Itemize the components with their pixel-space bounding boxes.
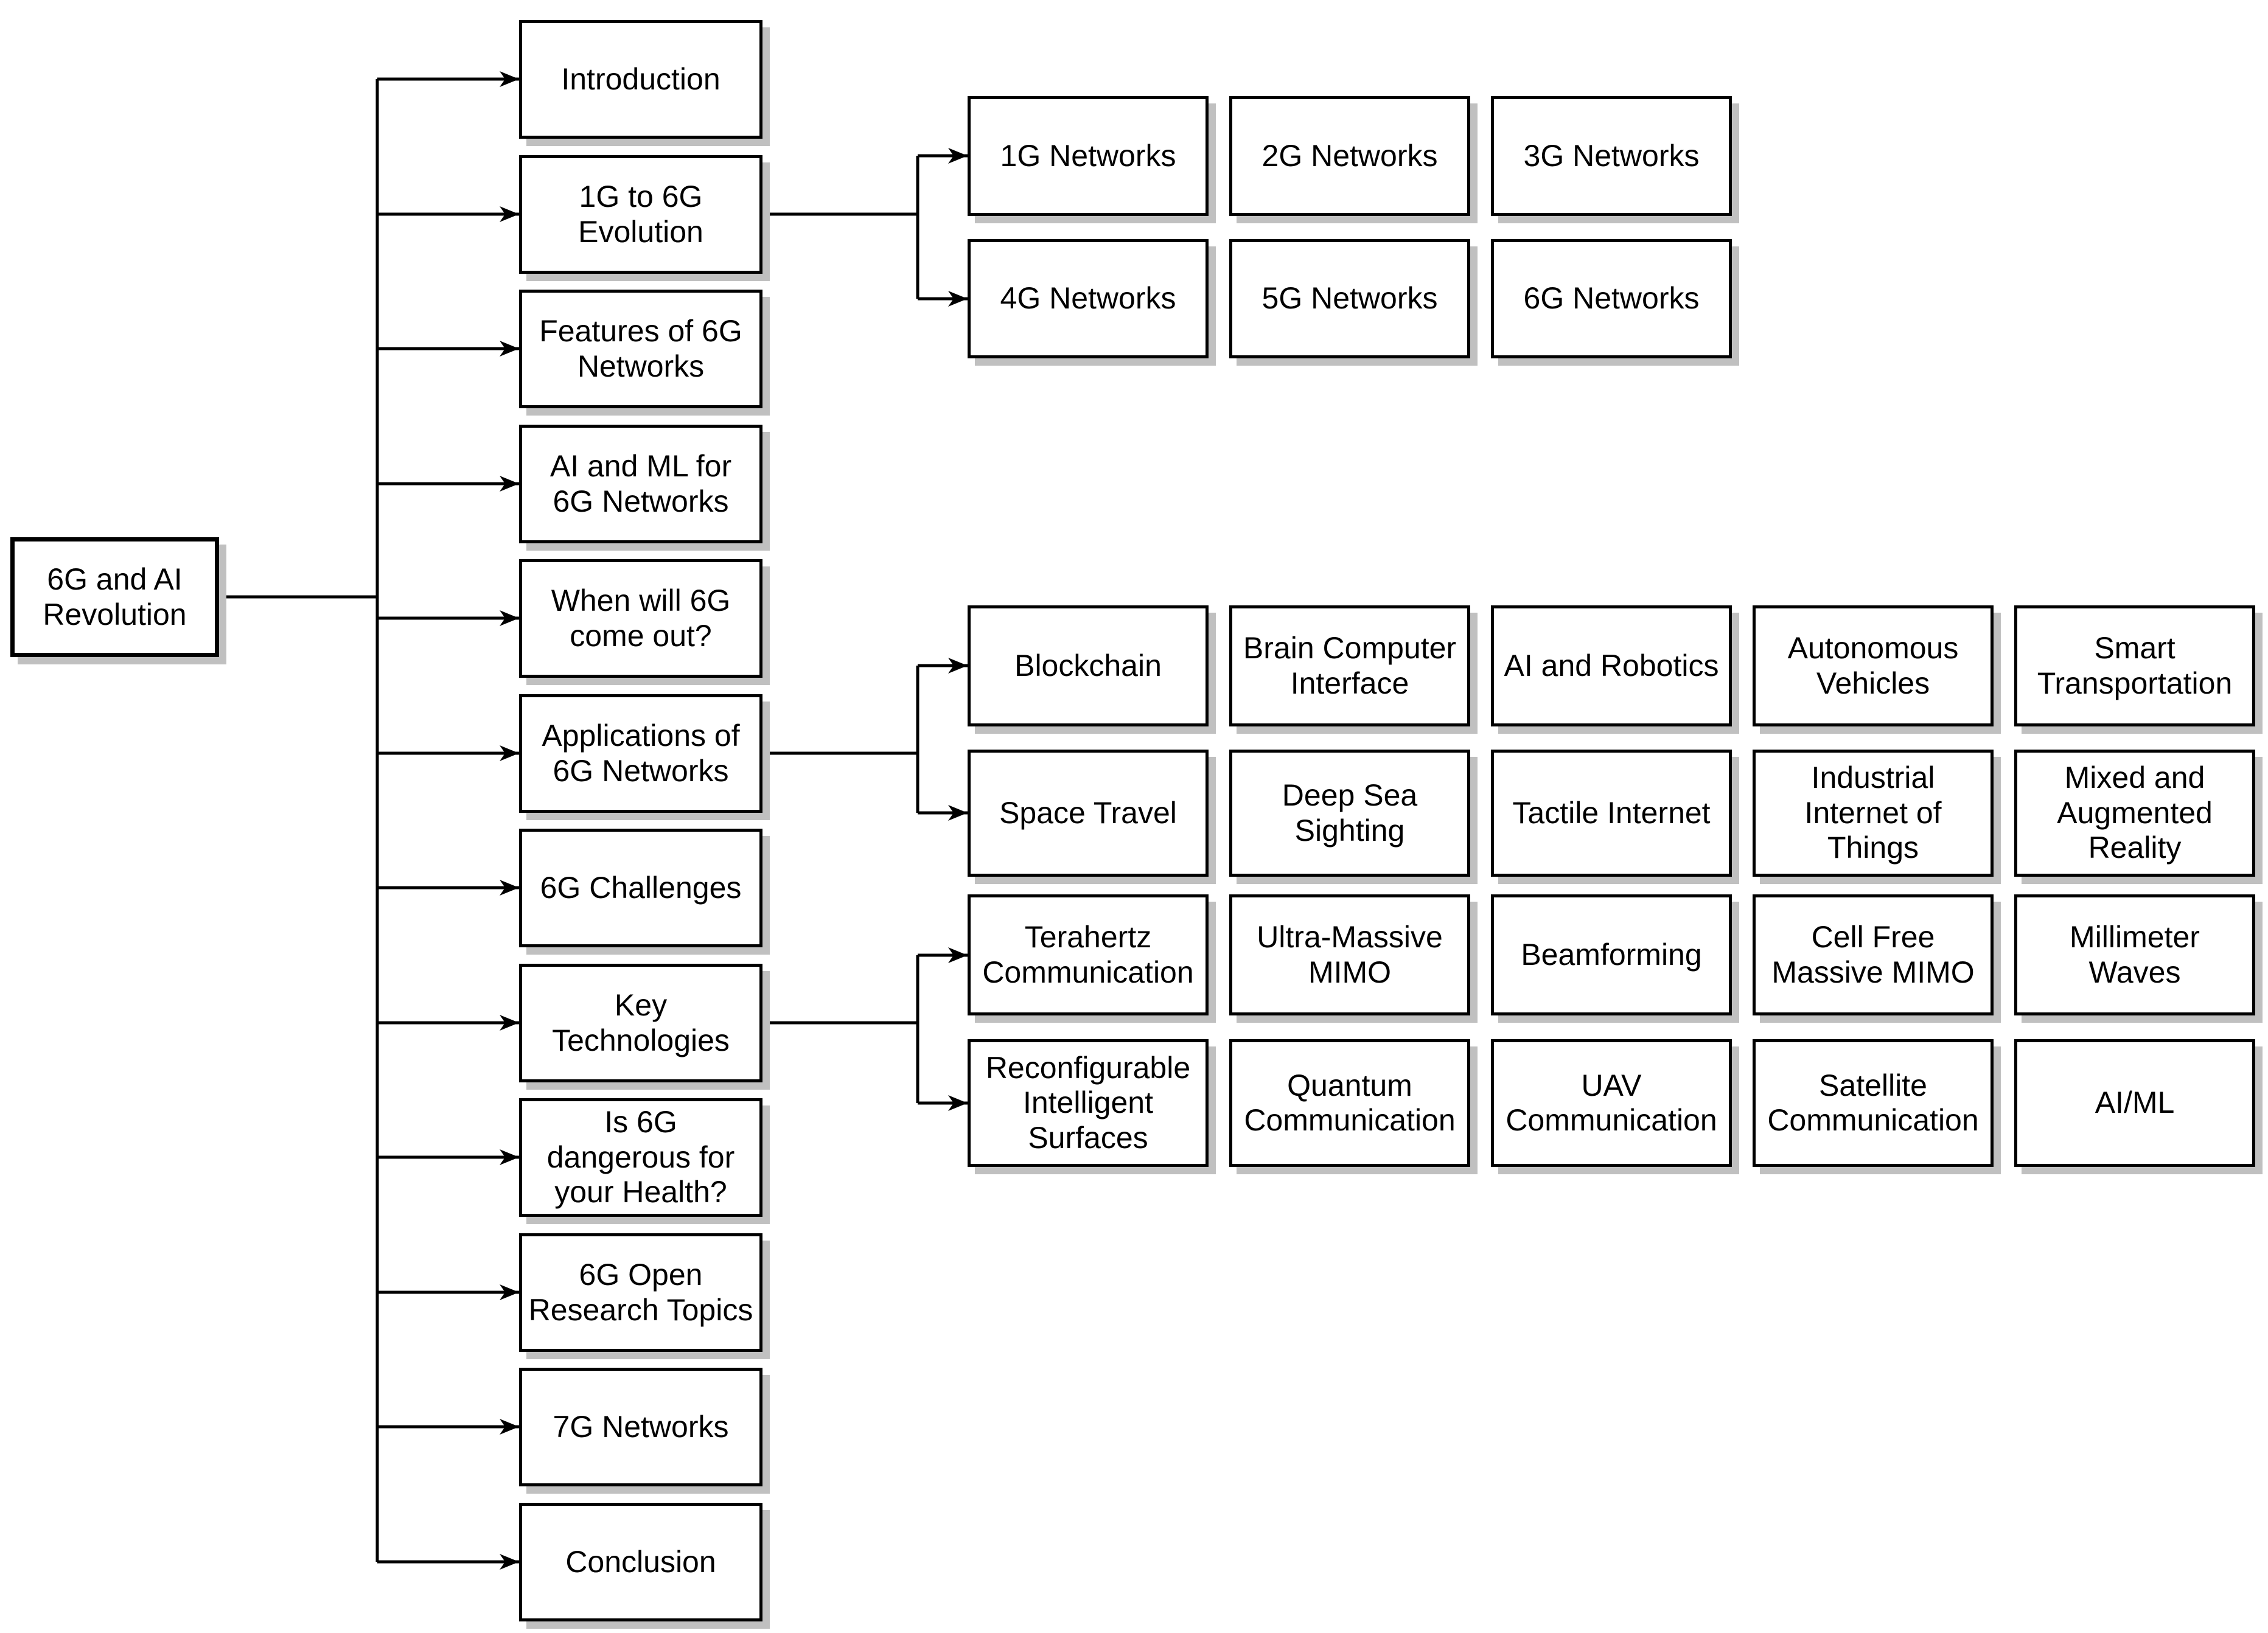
evolution-node-1g-networks: 1G Networks	[968, 96, 1209, 216]
evolution-node-3g-networks: 3G Networks	[1491, 96, 1732, 216]
key-tech-node-beamforming: Beamforming	[1491, 894, 1732, 1015]
key-tech-node-uav-communication: UAV Communication	[1491, 1039, 1732, 1167]
evolution-node-5g-networks: 5G Networks	[1229, 239, 1470, 358]
applications-node-ai-and-robotics: AI and Robotics	[1491, 605, 1732, 726]
section-node-key-technologies: Key Technologies	[519, 964, 762, 1082]
key-tech-node-ai-ml: AI/ML	[2014, 1039, 2255, 1167]
key-tech-node-reconfigurable-intelligent-surfaces: Reconfigurable Intelligent Surfaces	[968, 1039, 1209, 1167]
applications-node-industrial-iot: Industrial Internet of Things	[1753, 750, 1994, 877]
key-tech-node-satellite-communication: Satellite Communication	[1753, 1039, 1994, 1167]
evolution-node-2g-networks: 2G Networks	[1229, 96, 1470, 216]
key-tech-node-ultra-massive-mimo: Ultra-Massive MIMO	[1229, 894, 1470, 1015]
applications-node-blockchain: Blockchain	[968, 605, 1209, 726]
section-node-introduction: Introduction	[519, 20, 762, 139]
evolution-node-4g-networks: 4G Networks	[968, 239, 1209, 358]
section-node-ai-and-ml: AI and ML for 6G Networks	[519, 425, 762, 543]
key-tech-node-millimeter-waves: Millimeter Waves	[2014, 894, 2255, 1015]
section-node-applications: Applications of 6G Networks	[519, 694, 762, 813]
section-node-7g-networks: 7G Networks	[519, 1368, 762, 1486]
section-node-6g-challenges: 6G Challenges	[519, 829, 762, 947]
applications-node-brain-computer-interface: Brain Computer Interface	[1229, 605, 1470, 726]
applications-node-autonomous-vehicles: Autonomous Vehicles	[1753, 605, 1994, 726]
applications-node-mixed-augmented-reality: Mixed and Augmented Reality	[2014, 750, 2255, 877]
key-tech-node-quantum-communication: Quantum Communication	[1229, 1039, 1470, 1167]
section-node-open-research: 6G Open Research Topics	[519, 1233, 762, 1352]
applications-node-space-travel: Space Travel	[968, 750, 1209, 877]
section-node-1g-to-6g-evolution: 1G to 6G Evolution	[519, 155, 762, 274]
section-node-features-of-6g: Features of 6G Networks	[519, 290, 762, 408]
section-node-when-will-6g: When will 6G come out?	[519, 559, 762, 678]
section-node-is-6g-dangerous: Is 6G dangerous for your Health?	[519, 1098, 762, 1217]
applications-node-tactile-internet: Tactile Internet	[1491, 750, 1732, 877]
key-tech-node-cell-free-massive-mimo: Cell Free Massive MIMO	[1753, 894, 1994, 1015]
root-node-6g-and-ai-revolution: 6G and AI Revolution	[10, 537, 219, 657]
applications-node-deep-sea-sighting: Deep Sea Sighting	[1229, 750, 1470, 877]
evolution-node-6g-networks: 6G Networks	[1491, 239, 1732, 358]
applications-node-smart-transportation: Smart Transportation	[2014, 605, 2255, 726]
key-tech-node-terahertz-communication: Terahertz Communication	[968, 894, 1209, 1015]
section-node-conclusion: Conclusion	[519, 1503, 762, 1621]
